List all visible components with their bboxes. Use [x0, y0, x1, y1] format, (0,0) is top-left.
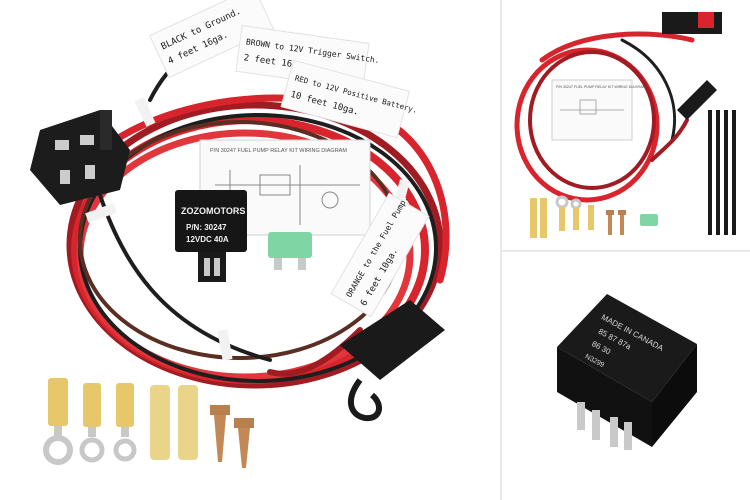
kit-socket-clip — [698, 12, 714, 28]
kit-fuse-holder — [677, 80, 717, 120]
relay-closeup-illustration: MADE IN CANADA 85 87 87a 86 30 N3299 — [557, 294, 697, 450]
zip-ties — [85, 97, 410, 361]
self-tapping-screws — [210, 405, 254, 468]
wiring-harness-illustration: P/N 30247 FUEL PUMP RELAY KIT WIRING DIA… — [30, 0, 450, 468]
kit-diagram-title: P/N 30247 FUEL PUMP RELAY KIT WIRING DIA… — [556, 85, 645, 89]
relay-socket — [30, 110, 130, 205]
relay-closeup-photo: MADE IN CANADA 85 87 87a 86 30 N3299 — [502, 252, 750, 500]
relay: ZOZOMOTORS P/N: 30247 12VDC 40A — [175, 190, 247, 282]
fuse-holder — [340, 300, 445, 422]
relay-brand: ZOZOMOTORS — [181, 206, 245, 216]
relay-part-number: P/N: 30247 — [186, 223, 227, 232]
kit-contents-photo: P/N 30247 FUEL PUMP RELAY KIT WIRING DIA… — [502, 0, 750, 250]
relay-rating: 12VDC 40A — [186, 235, 229, 244]
blade-fuse — [268, 232, 312, 270]
kit-hardware — [530, 195, 658, 238]
kit-zip-ties — [708, 110, 736, 235]
kit-illustration: P/N 30247 FUEL PUMP RELAY KIT WIRING DIA… — [514, 12, 736, 238]
diagram-card-title: P/N 30247 FUEL PUMP RELAY KIT WIRING DIA… — [210, 148, 347, 154]
main-product-photo: P/N 30247 FUEL PUMP RELAY KIT WIRING DIA… — [30, 0, 450, 468]
kit-wire-loops — [514, 31, 695, 203]
panel-divider-vertical — [500, 0, 502, 500]
crimp-terminals — [43, 378, 198, 465]
panel-divider-horizontal — [502, 250, 750, 252]
relay-pins — [577, 402, 632, 450]
